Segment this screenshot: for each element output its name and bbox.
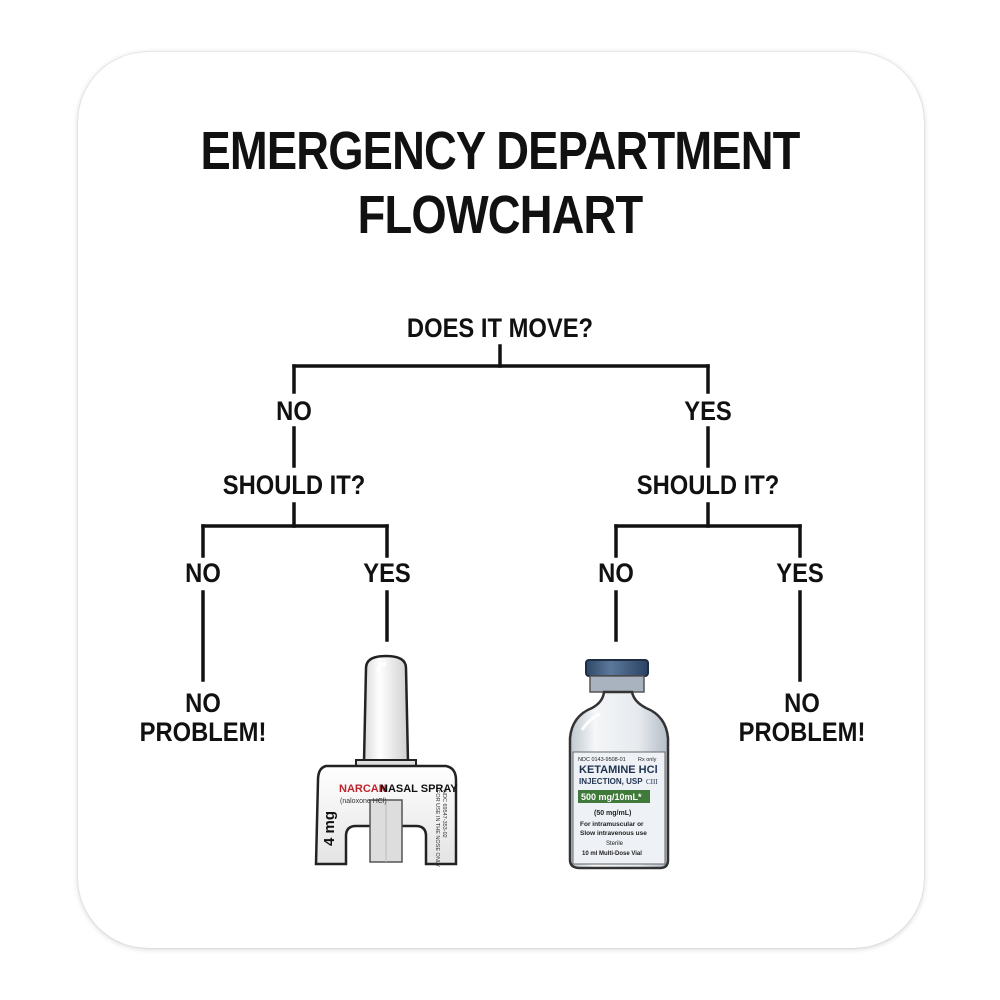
narcan-side-text-1: FOR USE IN THE NOSE ONLY [434, 790, 440, 867]
ketamine-use-2: Slow intravenous use [580, 830, 647, 837]
ll-result-line-1: NO [185, 688, 221, 718]
narcan-nasal-spray: NARCAN NASAL SPRAY (naloxone HCl) 4 mg F… [314, 654, 458, 867]
narcan-dose: 4 mg [321, 811, 338, 846]
ketamine-vial-size: 10 ml Multi-Dose Vial [582, 851, 642, 857]
narcan-brand: NARCAN [339, 783, 387, 795]
narcan-side-text-2: NDC 69547-353-02 [441, 790, 447, 838]
right-answer: YES [684, 396, 732, 426]
sticker-card [78, 52, 924, 948]
rl-answer: NO [598, 558, 634, 588]
lr-answer: YES [363, 558, 411, 588]
narcan-product: NASAL SPRAY [380, 783, 458, 795]
ketamine-rx: Rx only [638, 757, 657, 763]
ll-result: NO PROBLEM! [139, 688, 267, 748]
right-question: SHOULD IT? [636, 470, 780, 500]
rr-result-line-1: NO [784, 688, 820, 718]
left-answer: NO [276, 396, 312, 426]
ketamine-sterile: Sterile [606, 841, 624, 847]
ketamine-concentration: (50 mg/mL) [594, 810, 631, 817]
rr-answer: YES [776, 558, 824, 588]
ketamine-name: KETAMINE HCl [579, 764, 658, 776]
ketamine-schedule: CIII [646, 778, 658, 786]
title-line-1: EMERGENCY DEPARTMENT [200, 121, 801, 181]
ketamine-use-1: For intramuscular or [580, 821, 644, 828]
ketamine-ndc: NDC 0143-9508-01 [578, 757, 626, 763]
title-line-2: FLOWCHART [357, 185, 644, 245]
narcan-generic: (naloxone HCl) [340, 798, 387, 805]
ll-answer: NO [185, 558, 221, 588]
rr-result-line-2: PROBLEM! [738, 717, 866, 748]
left-question: SHOULD IT? [222, 470, 366, 500]
ll-result-line-2: PROBLEM! [139, 717, 267, 748]
rr-result: NO PROBLEM! [738, 688, 866, 748]
root-question: DOES IT MOVE? [406, 313, 594, 343]
ketamine-vial: NDC 0143-9508-01 Rx only KETAMINE HCl IN… [568, 659, 670, 870]
ketamine-form: INJECTION, USP [579, 777, 643, 786]
ketamine-strength: 500 mg/10mL* [581, 792, 642, 802]
ketamine-strength-band [578, 790, 650, 803]
